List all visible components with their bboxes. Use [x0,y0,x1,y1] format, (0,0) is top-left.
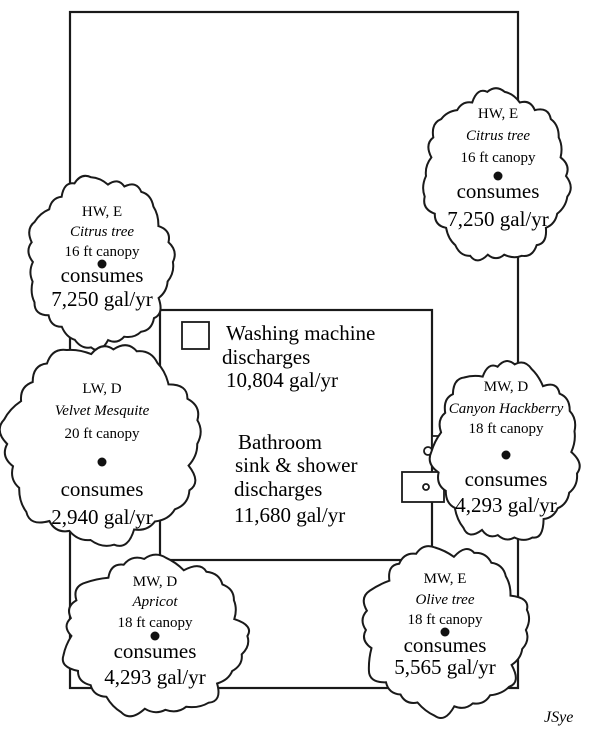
tree-canopy-size: 16 ft canopy [65,244,140,260]
tree-water-use: MW, E [424,571,467,587]
house-outline [158,308,434,562]
tree-4: MW, D Canyon Hackberry 18 ft canopy consume… [428,360,581,541]
tree-species: Citrus tree [70,224,134,240]
tree-trunk-dot [150,631,160,641]
tree-consumes-label: consumes [61,477,144,501]
washing-machine-icon [181,321,210,350]
tree-species: Olive tree [416,592,475,608]
tree-trunk-dot [493,171,503,181]
artist-signature: JSye [544,709,573,726]
ac-knob-icon [422,483,430,491]
tree-consumption-amount: 4,293 gal/yr [104,665,205,689]
tree-species: Apricot [132,594,179,610]
tree-consumption-amount: 7,250 gal/yr [447,207,548,231]
washer-label-line1: Washing machine [226,321,375,345]
tree-consumption-amount: 2,940 gal/yr [51,505,152,529]
tree-trunk-dot [501,450,511,460]
tree-trunk-dot [440,627,450,637]
tree-water-use: MW, D [484,379,529,395]
tree-species: Velvet Mesquite [55,403,150,419]
tree-trunk-dot [97,259,107,269]
tree-water-use: HW, E [478,106,518,122]
tree-canopy-size: 20 ft canopy [65,426,140,442]
tree-canopy-size: 18 ft canopy [408,612,483,628]
tree-consumption-amount: 4,293 gal/yr [455,493,556,517]
tree-consumes-label: consumes [465,467,548,491]
tree-canopy-size: 18 ft canopy [469,421,544,437]
tree-canopy-icon [428,360,581,541]
tree-canopy-size: 18 ft canopy [118,615,193,631]
tree-species: Canyon Hackberry [449,401,564,417]
tree-consumes-label: consumes [404,633,487,657]
washer-amount: 10,804 gal/yr [226,368,338,392]
tree-consumption-amount: 7,250 gal/yr [51,287,152,311]
bath-label-line1: Bathroom [238,430,322,454]
bath-label-line2: sink & shower [235,453,358,477]
tree-canopy-size: 16 ft canopy [461,150,536,166]
tree-water-use: HW, E [82,204,122,220]
tree-consumption-amount: 5,565 gal/yr [394,655,495,679]
tree-1: HW, E Citrus tree 16 ft canopy consumes 7,25… [422,87,572,262]
tree-3: LW, D Velvet Mesquite 20 ft canopy consumes… [0,344,202,547]
tree-water-use: LW, D [82,381,121,397]
tree-2: HW, E Citrus tree 16 ft canopy consumes7,25… [27,174,176,351]
washer-label-line2: discharges [222,345,310,369]
tree-trunk-dot [97,457,107,467]
tree-consumes-label: consumes [457,179,540,203]
tree-consumes-label: consumes [61,263,144,287]
tree-6: MW, E Olive tree 18 ft canopy consumes5,565… [361,545,531,719]
tree-species: Citrus tree [466,128,530,144]
bath-amount: 11,680 gal/yr [234,503,345,527]
house: Washing machine discharges 10,804 gal/yr… [158,308,449,562]
tree-water-use: MW, D [133,574,178,590]
tree-canopy-icon [0,344,202,547]
bath-label-line3: discharges [234,477,322,501]
tree-consumes-label: consumes [114,639,197,663]
